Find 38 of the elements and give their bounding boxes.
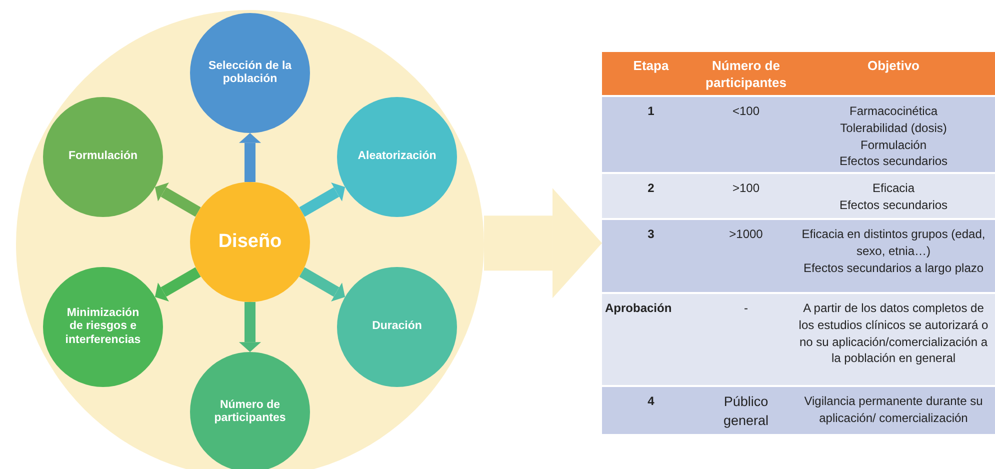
participants-text: <100 <box>731 103 761 120</box>
arrow <box>154 267 201 302</box>
step-circle: Duración <box>337 267 457 387</box>
step-circle: Selección de la población <box>190 13 310 133</box>
column-header: Objetivo <box>866 58 920 75</box>
arrow <box>299 267 346 302</box>
step-circle: Aleatorización <box>337 97 457 217</box>
arrow <box>239 133 261 182</box>
objective-text: Efectos secundarios <box>838 196 949 214</box>
objective-text: Formulación <box>859 136 928 154</box>
objective-text: Farmacocinética <box>848 103 939 120</box>
participants-text: - <box>743 300 749 317</box>
objective-text: Eficacia en distintos grupos (edad, sexo, etnia…) <box>800 226 986 260</box>
objective-text: Tolerabilidad (dosis) <box>839 120 948 137</box>
step-circle: Número de participantes <box>190 352 310 469</box>
column-header: Número de participantes <box>704 58 788 92</box>
participants-text: >1000 <box>728 226 764 243</box>
stage-label: 3 <box>646 226 656 243</box>
objective-text: Efectos secundarios <box>838 153 949 170</box>
objective-text: Vigilancia permanente durante su aplicación/ comercialización <box>803 393 984 427</box>
objective-text: Eficacia <box>871 180 916 197</box>
step-circle: Minimización de riesgos e interferencias <box>43 267 163 387</box>
objective-text: A partir de los datos completos de los estudios clínicos se autorizará o no su aplicación/comercialización a la población en general <box>798 300 990 368</box>
arrow <box>154 182 201 217</box>
stage-label: Aprobación <box>605 300 673 317</box>
stage-label: 1 <box>646 103 656 120</box>
participants-text: Público general <box>722 393 770 430</box>
stage-label: 2 <box>646 180 656 197</box>
stage-label: 4 <box>646 393 656 410</box>
step-circle: Formulación <box>43 97 163 217</box>
arrow <box>299 182 346 217</box>
arrow <box>239 302 261 352</box>
stage-table <box>602 52 995 432</box>
column-header: Etapa <box>632 58 670 75</box>
participants-text: >100 <box>731 180 761 197</box>
step-circle: Diseño <box>190 182 310 302</box>
objective-text: Efectos secundarios a largo plazo <box>802 260 985 276</box>
block-arrow <box>484 188 602 298</box>
